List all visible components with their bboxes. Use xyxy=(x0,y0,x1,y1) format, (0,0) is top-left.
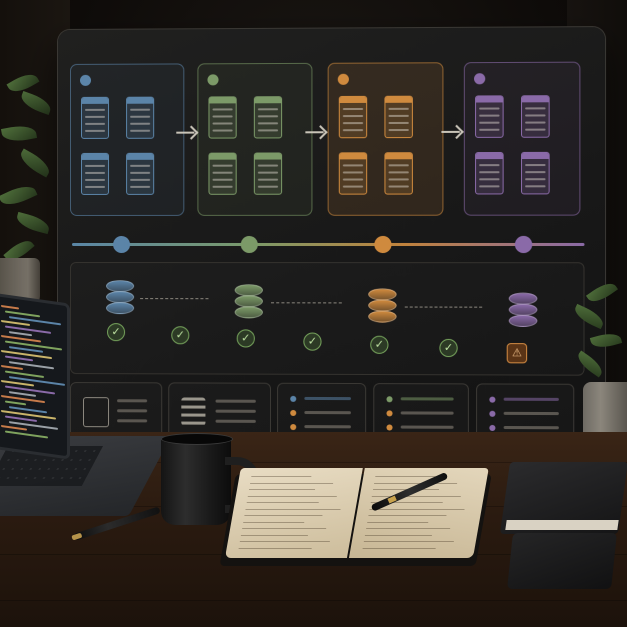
notebook-page-left xyxy=(224,468,363,558)
layers-icon xyxy=(181,397,206,426)
workflow-dashboard-screen: ✓ ✓ ✓ ✓ ✓ ✓ ⚠ xyxy=(58,27,606,463)
flow-connector xyxy=(140,298,209,300)
stage-arrow-icon xyxy=(441,130,460,133)
open-notebook xyxy=(219,468,492,568)
timeline-node xyxy=(113,235,131,254)
timeline-node xyxy=(374,235,392,254)
check-icon: ✓ xyxy=(171,326,190,345)
check-icon: ✓ xyxy=(370,335,389,354)
status-dot xyxy=(489,410,496,417)
progress-timeline xyxy=(71,242,585,247)
status-dot xyxy=(386,410,393,417)
database-icon xyxy=(368,288,397,323)
notebook-page-right xyxy=(348,468,489,558)
pipeline-stage-4 xyxy=(463,61,581,216)
task-node xyxy=(475,151,504,195)
database-icon xyxy=(106,280,135,315)
laptop-screen xyxy=(0,292,70,460)
warning-icon: ⚠ xyxy=(506,343,528,364)
pipeline-stage-2 xyxy=(197,62,313,216)
check-icon: ✓ xyxy=(303,332,322,351)
book-pages-edge xyxy=(505,520,619,530)
check-icon: ✓ xyxy=(107,323,126,342)
timeline-node xyxy=(514,235,533,254)
database-icon xyxy=(508,292,538,327)
timeline-node xyxy=(240,235,258,254)
stage-arrow-icon xyxy=(305,131,324,134)
task-node xyxy=(253,152,283,195)
task-node xyxy=(384,152,413,195)
task-node xyxy=(338,152,368,195)
status-dot xyxy=(290,395,297,402)
task-node xyxy=(384,95,413,139)
status-dot xyxy=(290,409,297,417)
pipeline-stage-3 xyxy=(327,62,444,216)
task-node xyxy=(338,95,368,139)
stage-status-dot xyxy=(207,74,219,86)
task-node xyxy=(126,96,155,139)
task-node xyxy=(475,95,504,138)
task-node xyxy=(208,96,237,139)
check-icon: ✓ xyxy=(236,329,255,348)
closed-notebook xyxy=(507,533,617,589)
status-dot xyxy=(489,424,496,432)
status-dot xyxy=(489,396,496,403)
task-node xyxy=(521,95,550,138)
task-node xyxy=(80,152,110,195)
status-dot xyxy=(386,396,393,403)
stage-status-dot xyxy=(337,73,349,85)
stage-arrow-icon xyxy=(176,131,195,134)
task-node xyxy=(80,96,110,139)
coffee-mug xyxy=(161,433,259,525)
database-icon xyxy=(234,284,263,319)
pipeline-stage-1 xyxy=(69,63,185,216)
flow-connector xyxy=(270,302,342,304)
flow-connector xyxy=(404,306,483,308)
task-node xyxy=(208,152,237,195)
status-dot xyxy=(290,424,297,431)
check-icon: ✓ xyxy=(439,338,458,358)
code-icon xyxy=(83,397,110,428)
stage-status-dot xyxy=(474,73,486,85)
task-node xyxy=(253,96,283,139)
task-node xyxy=(126,152,155,195)
task-node xyxy=(521,151,550,195)
stage-status-dot xyxy=(79,74,92,86)
status-dot xyxy=(386,424,393,431)
